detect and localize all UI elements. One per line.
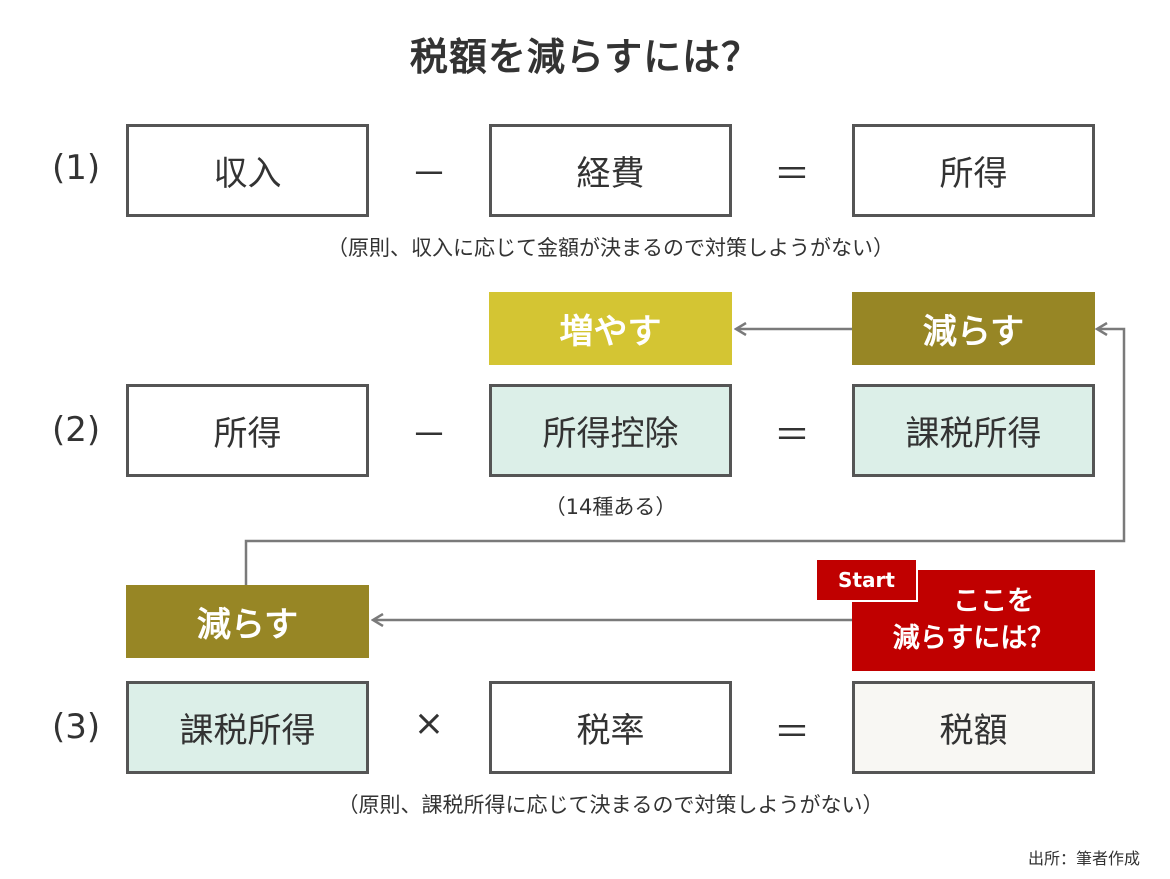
start-badge: Start	[815, 558, 918, 602]
row2-label: (2)	[52, 410, 101, 450]
row1-label: (1)	[52, 148, 101, 188]
row2-equals: ＝	[773, 415, 810, 456]
row3-taxable-income-box: 課税所得	[126, 681, 369, 774]
row1-income-result-box: 所得	[852, 124, 1095, 217]
row2-minus: －	[410, 415, 447, 456]
row2-deduction-box: 所得控除	[489, 384, 732, 477]
row2-income-box: 所得	[126, 384, 369, 477]
row3-equals: ＝	[773, 712, 810, 753]
arrow-loop-to-row2-reduce	[244, 329, 1126, 585]
row3-note: （原則、課税所得に応じて決まるので対策しようがない）	[337, 793, 884, 817]
goal-line2: 減らすには？	[892, 622, 1055, 654]
row3-times: ×	[413, 703, 445, 744]
row3-decrease-tag: 減らす	[126, 585, 369, 658]
row1-note: （原則、収入に応じて金額が決まるので対策しようがない）	[327, 236, 894, 260]
source-credit: 出所：筆者作成	[1027, 849, 1140, 868]
row3-tax-rate-box: 税率	[489, 681, 732, 774]
row3-label: (3)	[52, 707, 101, 747]
goal-line1: ここを	[953, 586, 1034, 618]
row2-increase-tag: 増やす	[489, 292, 732, 365]
row2-decrease-tag: 減らす	[852, 292, 1095, 365]
page-title: 税額を減らすには？	[409, 35, 761, 79]
row1-minus: －	[410, 154, 447, 195]
row3-tax-amount-box: 税額	[852, 681, 1095, 774]
row1-income-box: 収入	[126, 124, 369, 217]
row1-equals: ＝	[773, 154, 810, 195]
row2-note: （14種ある）	[544, 495, 677, 519]
row1-expenses-box: 経費	[489, 124, 732, 217]
row2-taxable-income-box: 課税所得	[852, 384, 1095, 477]
